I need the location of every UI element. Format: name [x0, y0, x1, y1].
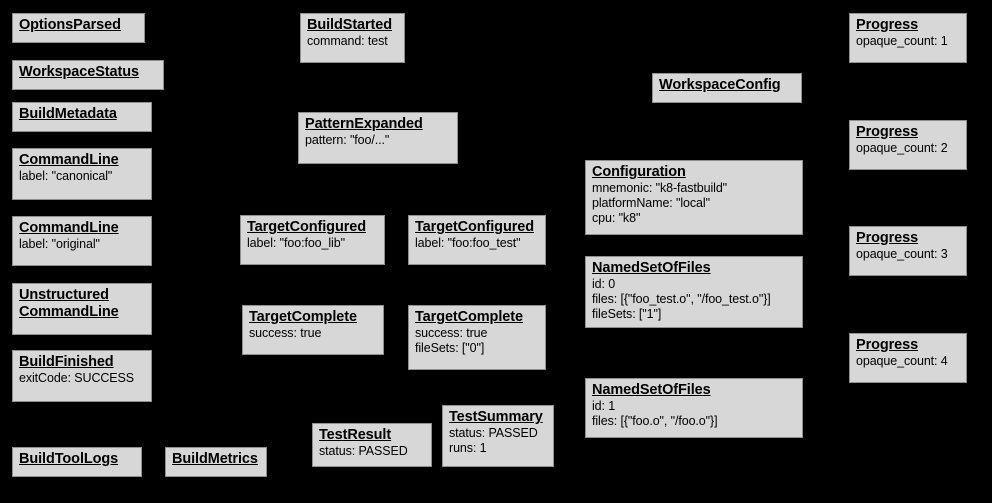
node-attributes: mnemonic: "k8-fastbuild"platformName: "l…: [592, 181, 797, 226]
node-title: BuildMetrics: [172, 451, 258, 467]
node-attributes: opaque_count: 2: [856, 141, 961, 156]
node-workspace-config[interactable]: WorkspaceConfig: [652, 73, 802, 103]
node-title: TargetComplete: [249, 309, 357, 325]
node-title: WorkspaceConfig: [659, 77, 781, 93]
node-attribute-line: label: "foo:foo_test": [415, 236, 521, 250]
node-attribute-line: id: 1: [592, 399, 616, 413]
node-build-metrics[interactable]: BuildMetrics: [165, 447, 267, 477]
node-attribute-line: id: 0: [592, 277, 616, 291]
node-attribute-line: command: test: [307, 34, 388, 48]
node-build-metadata[interactable]: BuildMetadata: [12, 102, 152, 132]
node-workspace-status[interactable]: WorkspaceStatus: [12, 60, 164, 90]
node-title: BuildMetadata: [19, 106, 117, 122]
node-title: OptionsParsed: [19, 17, 121, 33]
node-title: TargetConfigured: [415, 219, 534, 235]
node-attribute-line: opaque_count: 2: [856, 141, 948, 155]
node-attributes: command: test: [307, 34, 399, 49]
node-attribute-line: success: true: [249, 326, 322, 340]
node-attribute-line: status: PASSED: [449, 426, 538, 440]
node-title: TestSummary: [449, 409, 543, 425]
node-attribute-line: opaque_count: 1: [856, 34, 948, 48]
node-attributes: label: "foo:foo_lib": [247, 236, 379, 251]
node-attributes: pattern: "foo/...": [305, 133, 452, 148]
node-attribute-line: label: "original": [19, 237, 100, 251]
node-attribute-line: exitCode: SUCCESS: [19, 371, 135, 385]
node-title: NamedSetOfFiles: [592, 260, 711, 276]
node-attribute-line: opaque_count: 3: [856, 247, 948, 261]
node-attribute-line: runs: 1: [449, 441, 487, 455]
node-attribute-line: cpu: "k8": [592, 211, 641, 225]
node-title: TargetComplete: [415, 309, 523, 325]
node-attribute-line: fileSets: ["1"]: [592, 307, 662, 321]
node-title: PatternExpanded: [305, 116, 423, 132]
node-attribute-line: pattern: "foo/...": [305, 133, 390, 147]
node-attribute-line: success: true: [415, 326, 488, 340]
node-attributes: opaque_count: 4: [856, 354, 961, 369]
node-attributes: label: "original": [19, 237, 146, 252]
node-title: Progress: [856, 17, 919, 33]
node-title: TargetConfigured: [247, 219, 366, 235]
node-attributes: opaque_count: 3: [856, 247, 961, 262]
node-unstructured-command-line[interactable]: Unstructured CommandLine: [12, 283, 152, 335]
node-attributes: label: "foo:foo_test": [415, 236, 540, 251]
node-options-parsed[interactable]: OptionsParsed: [12, 13, 145, 43]
node-attributes: opaque_count: 1: [856, 34, 961, 49]
node-build-tool-logs[interactable]: BuildToolLogs: [12, 447, 142, 477]
node-attribute-line: platformName: "local": [592, 196, 710, 210]
node-attribute-line: label: "canonical": [19, 169, 113, 183]
node-attribute-line: opaque_count: 4: [856, 354, 948, 368]
node-title: CommandLine: [19, 152, 119, 168]
node-attribute-line: label: "foo:foo_lib": [247, 236, 345, 250]
node-title: Unstructured CommandLine: [19, 287, 119, 320]
node-attribute-line: mnemonic: "k8-fastbuild": [592, 181, 728, 195]
node-title: Progress: [856, 337, 919, 353]
node-title: BuildStarted: [307, 17, 393, 33]
node-attributes: status: PASSED: [319, 444, 426, 459]
node-attribute-line: files: [{"foo_test.o", "/foo_test.o"}]: [592, 292, 771, 306]
node-attributes: success: true: [249, 326, 378, 341]
node-attribute-line: status: PASSED: [319, 444, 408, 458]
node-attributes: exitCode: SUCCESS: [19, 371, 146, 386]
node-title: WorkspaceStatus: [19, 64, 139, 80]
node-title: BuildFinished: [19, 354, 114, 370]
node-attribute-line: files: [{"foo.o", "/foo.o"}]: [592, 414, 718, 428]
node-title: BuildToolLogs: [19, 451, 119, 467]
node-title: Configuration: [592, 164, 686, 180]
node-attribute-line: fileSets: ["0"]: [415, 341, 485, 355]
node-title: Progress: [856, 124, 919, 140]
node-title: CommandLine: [19, 220, 119, 236]
node-title: TestResult: [319, 427, 392, 443]
node-title: Progress: [856, 230, 919, 246]
node-attributes: label: "canonical": [19, 169, 146, 184]
node-title: NamedSetOfFiles: [592, 382, 711, 398]
